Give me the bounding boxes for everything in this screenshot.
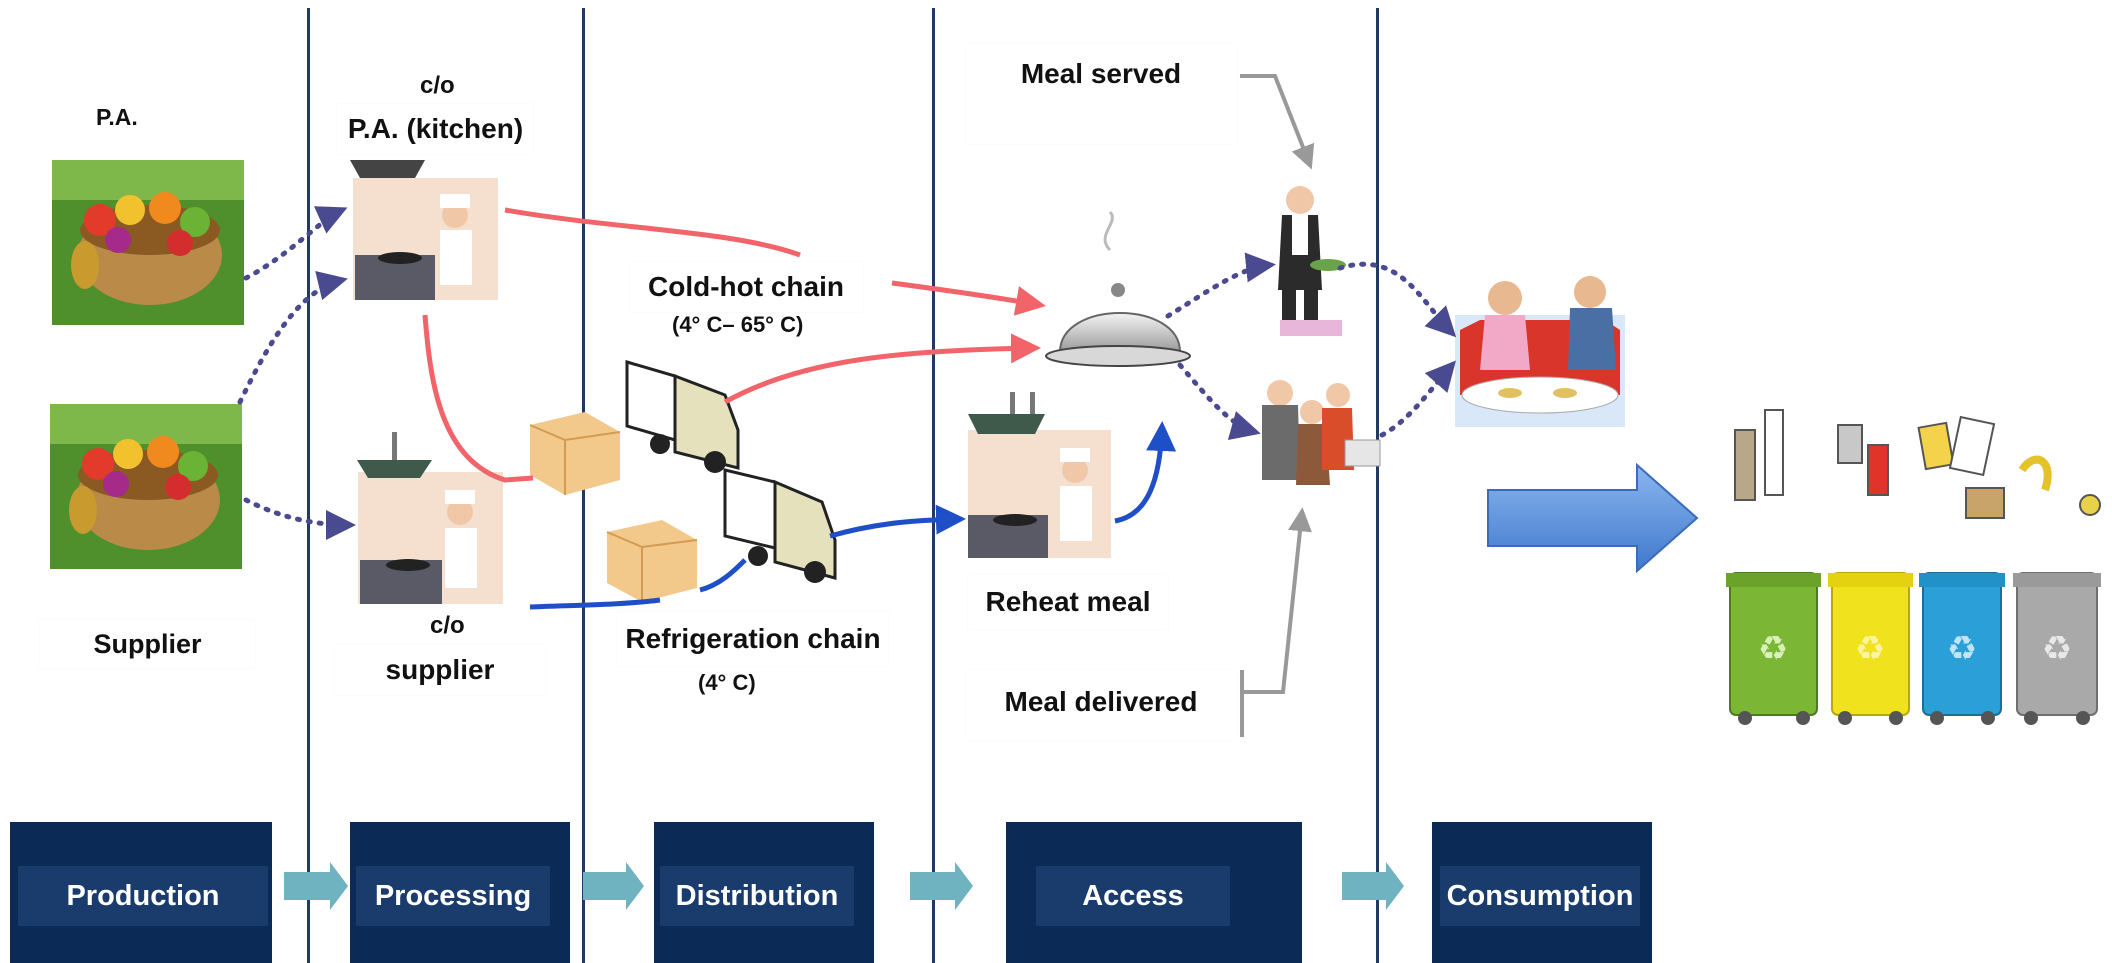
recycle-bin-icon: ♻ [1917, 415, 2005, 725]
label-pa: P.A. [96, 104, 138, 130]
package-box-icon [606, 520, 698, 602]
chef-kitchen-icon [968, 392, 1111, 558]
divider-access-consumption [1376, 8, 1379, 963]
stage-flow-arrows [284, 862, 1404, 910]
label-supplier: Supplier [40, 620, 255, 668]
svg-text:♻: ♻ [2042, 629, 2072, 669]
recycle-bin-icon: ♻ [1828, 424, 1913, 725]
recycle-bin-icon: ♻ [1726, 409, 1821, 725]
fruit-basket-icon [50, 404, 242, 569]
stage-consumption: Consumption [1440, 866, 1640, 926]
diners-icon [1455, 276, 1625, 427]
label-meal-delivered: Meal delivered [966, 670, 1236, 740]
divider-production-processing [307, 8, 310, 963]
big-right-arrow-icon [1487, 462, 1699, 574]
svg-text:♻: ♻ [1855, 629, 1885, 669]
label-refrigeration-temp: (4° C) [698, 670, 756, 695]
svg-text:♻: ♻ [1947, 629, 1977, 669]
label-refrigeration-chain: Refrigeration chain [618, 612, 888, 666]
chef-kitchen-icon [357, 432, 503, 604]
label-meal-served: Meal served [966, 44, 1236, 144]
stage-processing: Processing [356, 866, 550, 926]
label-supplier-processing: supplier [335, 645, 545, 695]
serving-cloche-icon [1045, 210, 1191, 367]
chef-kitchen-icon [350, 160, 498, 300]
fruit-basket-icon [52, 160, 244, 325]
label-co-bottom: c/o [430, 612, 465, 639]
stage-distribution: Distribution [660, 866, 854, 926]
waiter-icon [1278, 186, 1346, 336]
recycle-bin-icon: ♻ [2013, 455, 2101, 725]
delivery-truck-icon [723, 468, 837, 583]
svg-text:♻: ♻ [1758, 629, 1788, 669]
stage-production: Production [18, 866, 268, 926]
people-buying-food-icon [1262, 380, 1381, 485]
label-pa-kitchen: P.A. (kitchen) [338, 104, 533, 154]
delivery-truck-icon [625, 360, 740, 473]
divider-distribution-access [932, 8, 935, 963]
cold-hot-chain-arrows [422, 207, 1046, 483]
dotted-flow-arrows [237, 206, 1457, 540]
label-cold-hot-chain: Cold-hot chain [630, 262, 862, 312]
access-grey-arrows [1240, 74, 1310, 737]
label-reheat-meal: Reheat meal [968, 575, 1168, 629]
label-co-top: c/o [420, 72, 455, 99]
package-box-icon [529, 412, 621, 495]
refrigeration-chain-arrows [529, 421, 1177, 610]
label-cold-hot-temp: (4° C– 65° C) [672, 312, 804, 337]
stage-access: Access [1036, 866, 1230, 926]
